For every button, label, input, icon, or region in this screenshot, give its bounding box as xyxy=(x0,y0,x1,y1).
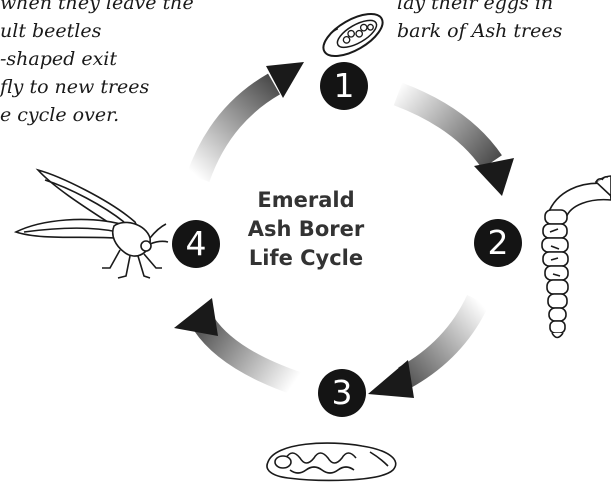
larva-icon xyxy=(542,176,611,338)
stage-4-badge: 4 xyxy=(172,220,220,268)
diagram-title: Emerald Ash Borer Life Cycle xyxy=(231,186,381,273)
pupa-icon xyxy=(267,443,396,480)
egg-icon xyxy=(317,6,389,65)
stage-2-badge: 2 xyxy=(474,219,522,267)
title-line: Ash Borer xyxy=(231,215,381,244)
title-line: Emerald xyxy=(231,186,381,215)
title-line: Life Cycle xyxy=(231,244,381,273)
stage-1-badge: 1 xyxy=(320,62,368,110)
stage-3-badge: 3 xyxy=(318,369,366,417)
beetle-icon xyxy=(16,170,168,278)
